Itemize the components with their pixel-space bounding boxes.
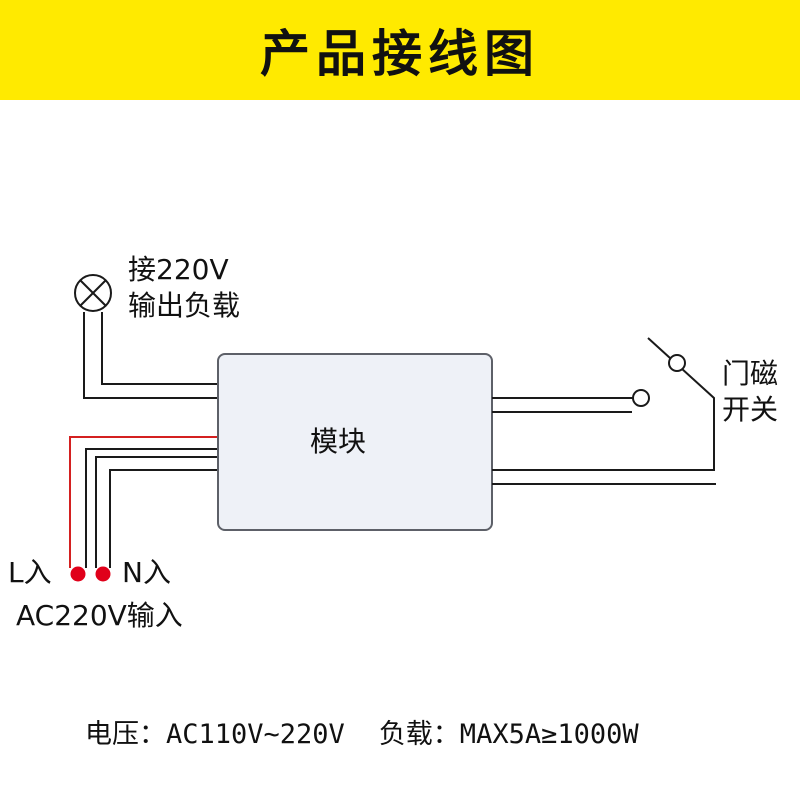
switch-label: 门磁 开关 <box>722 356 778 428</box>
load-label-line1: 接220V <box>128 253 229 286</box>
n-input-terminal <box>95 566 111 582</box>
n-input-label: N入 <box>122 556 171 589</box>
l-input-terminal <box>70 566 86 582</box>
switch-label-line1: 门磁 <box>722 357 779 390</box>
load-label: 接220V 输出负载 <box>128 252 240 324</box>
load-label-line2: 输出负载 <box>128 289 241 322</box>
voltage-spec: 电压：AC110V~220V <box>85 719 345 750</box>
switch-contact-icon <box>632 354 686 407</box>
spec-line: 电压：AC110V~220V 负载：MAX5A≥1000W <box>85 712 639 751</box>
module-box <box>217 353 493 531</box>
ac-input-label: AC220V输入 <box>16 599 183 632</box>
switch-label-line2: 开关 <box>722 393 779 426</box>
load-wire <box>83 312 218 399</box>
n-input-wire <box>95 456 218 568</box>
load-spec: 负载：MAX5A≥1000W <box>378 719 639 750</box>
header-banner: 产品接线图 <box>0 0 800 100</box>
module-label: 模块 <box>310 425 367 458</box>
l-input-wire <box>69 436 218 568</box>
page-title: 产品接线图 <box>260 25 540 83</box>
l-input-label: L入 <box>8 556 52 589</box>
lamp-icon <box>74 274 112 312</box>
